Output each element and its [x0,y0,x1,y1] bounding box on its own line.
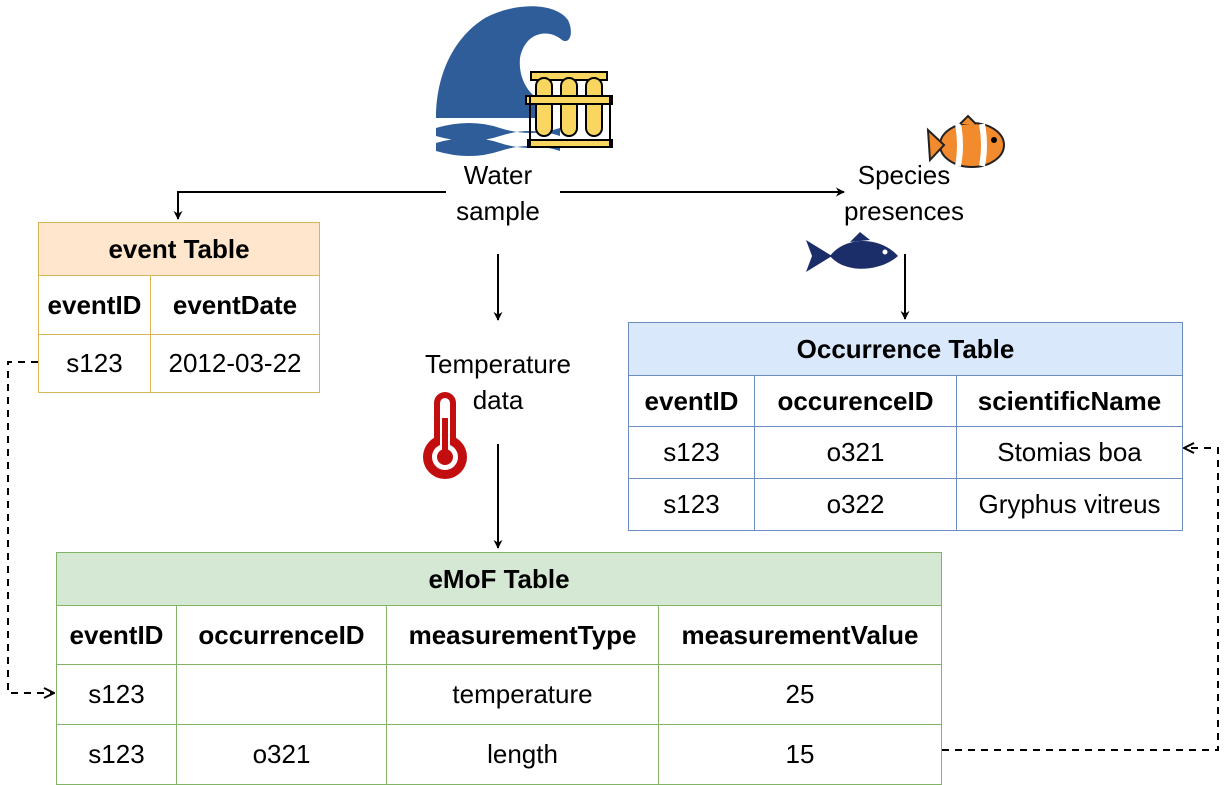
emof-table: eMoF Table eventID occurrenceID measurem… [55,552,943,785]
label-water-sample-line1: Water [463,160,533,190]
fish-icon [806,232,898,272]
occurrence-table-cell: o322 [754,478,957,531]
event-table: event Table eventID eventDate s123 2012-… [38,222,320,393]
occurrence-table-cell: o321 [754,426,957,479]
emof-table-cell: 15 [657,724,943,785]
emof-table-row: s123 temperature 25 [56,664,943,725]
label-species-presences-line2: presences [844,196,964,226]
emof-table-cell: s123 [56,664,177,725]
event-table-row: s123 2012-03-22 [38,334,320,393]
emof-table-header-cell: occurrenceID [176,605,387,665]
emof-table-cell: 25 [657,664,943,725]
occurrence-table-row: s123 o321 Stomias boa [628,426,1184,479]
event-table-header-cell: eventDate [150,275,320,335]
event-table-header-cell: eventID [38,275,151,335]
emof-table-header-cell: measurementValue [657,605,943,665]
occurrence-table-cell: Gryphus vitreus [955,478,1184,531]
occurrence-table-header-cell: scientificName [955,375,1184,427]
event-table-cell: 2012-03-22 [150,334,320,393]
label-temperature-data-line1: Temperature [425,349,571,379]
dashed-link-event-to-emof [7,361,54,693]
emof-table-cell: o321 [176,724,387,785]
label-water-sample: Water sample [448,157,548,229]
occurrence-table-title: Occurrence Table [627,322,1184,376]
emof-table-cell: s123 [56,724,177,785]
arrow-to-event-table [173,191,446,220]
emof-table-title: eMoF Table [55,552,943,606]
occurrence-table-cell: Stomias boa [955,426,1184,479]
emof-table-header-cell: eventID [56,605,177,665]
occurrence-table-cell: s123 [628,426,755,479]
label-temperature-data: Temperature data [408,346,588,418]
emof-table-cell: temperature [386,664,659,725]
occurrence-table: Occurrence Table eventID occurenceID sci… [627,322,1184,531]
emof-table-row: s123 o321 length 15 [56,724,943,785]
occurrence-table-cell: s123 [628,478,755,531]
emof-table-cell [176,664,387,725]
occurrence-table-row: s123 o322 Gryphus vitreus [628,478,1184,531]
label-water-sample-line2: sample [456,196,540,226]
event-table-title: event Table [38,222,320,276]
occurrence-table-header-cell: occurenceID [754,375,957,427]
emof-table-cell: length [386,724,659,785]
wave-icon [436,6,571,156]
label-temperature-data-line2: data [472,385,524,415]
occurrence-table-header-cell: eventID [628,375,755,427]
clownfish-icon [926,114,1005,168]
label-species-presences-line1: Species [857,160,951,190]
event-table-cell: s123 [38,334,151,393]
test-tubes-icon [525,71,613,148]
label-species-presences: Species presences [828,157,980,229]
thermometer-icon [423,392,467,479]
emof-table-header-cell: measurementType [386,605,659,665]
